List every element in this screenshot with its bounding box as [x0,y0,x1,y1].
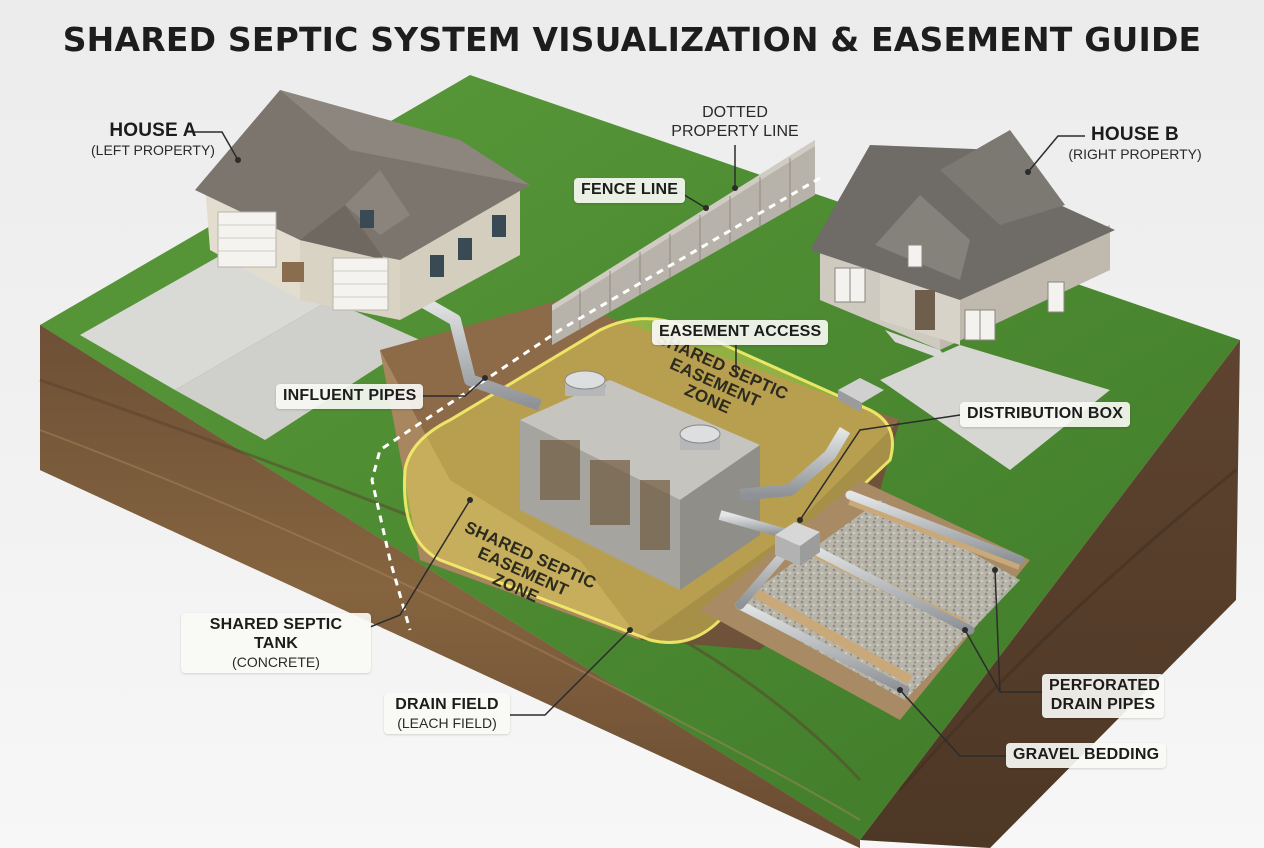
house-a-title: HOUSE A [109,120,197,141]
label-gravel-bedding: GRAVEL BEDDING [1006,743,1167,768]
perforated-pipes-line2: DRAIN PIPES [1050,695,1156,713]
leader-house-a [193,131,239,161]
leader-dots [235,157,1031,693]
leader-gravel-bedding [899,689,1006,757]
leader-perforated-pipes-2 [994,569,1001,693]
distribution-box [775,522,820,566]
label-distribution-box: DISTRIBUTION BOX [960,402,1131,427]
leader-lines [193,131,1085,757]
property-line-line1: DOTTED [702,104,768,121]
label-dotted-property-line: DOTTED PROPERTY LINE [655,104,815,142]
label-influent-pipes: INFLUENT PIPES [276,384,424,409]
house-b-title: HOUSE B [1091,124,1179,145]
leader-house-b [1027,135,1085,173]
label-easement-access: EASEMENT ACCESS [652,320,829,345]
leader-influent-pipes [417,377,486,397]
label-house-a: HOUSE A (LEFT PROPERTY) [78,120,228,159]
label-shared-septic-tank: SHARED SEPTIC TANK (CONCRETE) [181,613,371,674]
leader-drain-field [510,629,631,716]
perforated-pipes-line1: PERFORATED [1049,677,1161,694]
leader-septic-tank [369,499,471,628]
label-drain-field: DRAIN FIELD (LEACH FIELD) [384,693,510,735]
property-line [370,176,821,631]
house-b [810,130,1115,362]
fence [552,140,815,345]
distribution-box-text: DISTRIBUTION BOX [967,405,1124,422]
leader-distribution-box [799,414,961,521]
fence-line-text: FENCE LINE [581,181,679,198]
property-line-line2: PROPERTY LINE [671,122,799,140]
house-b-subtitle: (RIGHT PROPERTY) [1068,146,1202,163]
drain-field-subtitle: (LEACH FIELD) [397,714,497,731]
label-perforated-drain-pipes: PERFORATED DRAIN PIPES [1042,674,1164,718]
gravel-bedding-text: GRAVEL BEDDING [1013,746,1160,763]
label-fence-line: FENCE LINE [574,178,686,203]
influent-pipes-text: INFLUENT PIPES [283,387,417,404]
drain-field-title: DRAIN FIELD [395,696,499,713]
easement-access-text: EASEMENT ACCESS [659,323,822,340]
driveway-left [80,250,420,440]
access-box [838,378,884,413]
house-a-subtitle: (LEFT PROPERTY) [91,142,215,159]
page-title: SHARED SEPTIC SYSTEM VISUALIZATION & EAS… [62,20,1202,59]
influent-pipes [417,294,851,540]
septic-tank-title: SHARED SEPTIC TANK [209,616,343,652]
septic-tank-subtitle: (CONCRETE) [232,653,320,670]
label-house-b: HOUSE B (RIGHT PROPERTY) [1060,124,1210,163]
house-a [195,90,530,320]
